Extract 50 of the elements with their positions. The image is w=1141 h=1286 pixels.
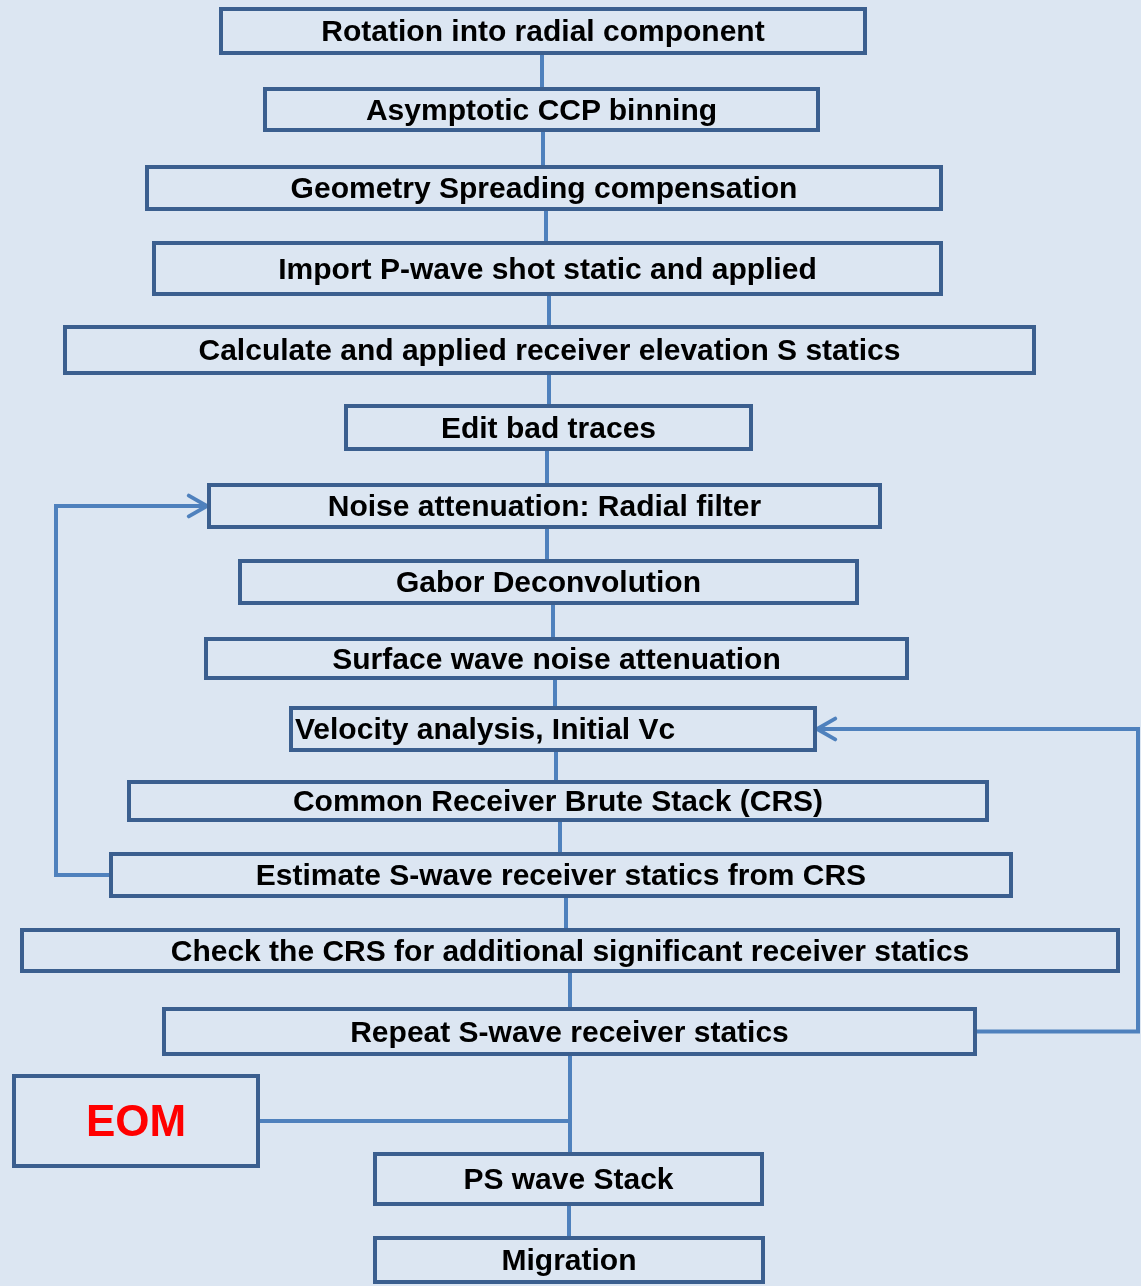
connector-line	[564, 898, 568, 928]
process-box	[63, 325, 1036, 375]
step-label: Estimate S-wave receiver statics from CRS	[255, 860, 867, 890]
process-box	[145, 165, 943, 211]
connector-line	[547, 375, 551, 404]
process-box	[263, 87, 820, 132]
process-box	[373, 1152, 764, 1206]
connector-line	[545, 529, 549, 559]
connector-line	[545, 451, 549, 483]
step-label: Asymptotic CCP binning	[365, 94, 718, 125]
process-box	[204, 637, 909, 680]
connector-line	[547, 296, 551, 325]
process-box	[344, 404, 753, 451]
connector-line	[567, 1206, 571, 1236]
process-box	[207, 483, 882, 529]
connector-line	[568, 973, 572, 1007]
arrow	[54, 493, 209, 877]
process-box	[20, 928, 1120, 973]
connector-line	[551, 605, 555, 637]
process-box	[12, 1074, 260, 1168]
step-label: Import P-wave shot static and applied	[278, 253, 817, 284]
step-label: Surface wave noise attenuation	[332, 643, 781, 674]
step-label: Calculate and applied receiver elevation S statics	[198, 335, 901, 365]
step-label: Noise attenuation: Radial filter	[327, 491, 762, 521]
process-box	[219, 7, 867, 55]
process-box	[373, 1236, 765, 1284]
step-label: Edit bad traces	[440, 412, 657, 443]
connector-line	[540, 55, 544, 87]
connector-line	[554, 752, 558, 780]
step-label: Rotation into radial component	[321, 16, 765, 46]
step-label: Repeat S-wave receiver statics	[350, 1016, 789, 1047]
step-label: Velocity analysis, Initial Vc	[295, 714, 676, 744]
process-box	[152, 241, 943, 296]
process-box	[162, 1007, 977, 1056]
connector-line	[541, 132, 545, 165]
step-label: Common Receiver Brute Stack (CRS)	[292, 786, 824, 816]
connector-line	[553, 680, 557, 706]
step-label: EOM	[85, 1099, 187, 1143]
step-label: Migration	[501, 1245, 637, 1275]
connector-line	[260, 1119, 572, 1152]
step-label: Gabor Deconvolution	[396, 567, 701, 597]
step-label: Check the CRS for additional significant receiver statics	[170, 935, 970, 966]
process-box	[127, 780, 989, 822]
process-box	[289, 706, 817, 752]
step-label: Geometry Spreading compensation	[290, 173, 798, 203]
connector-line	[558, 822, 562, 852]
step-label: PS wave Stack	[463, 1164, 674, 1194]
process-box	[109, 852, 1013, 898]
process-box	[238, 559, 859, 605]
connector-line	[544, 211, 548, 241]
